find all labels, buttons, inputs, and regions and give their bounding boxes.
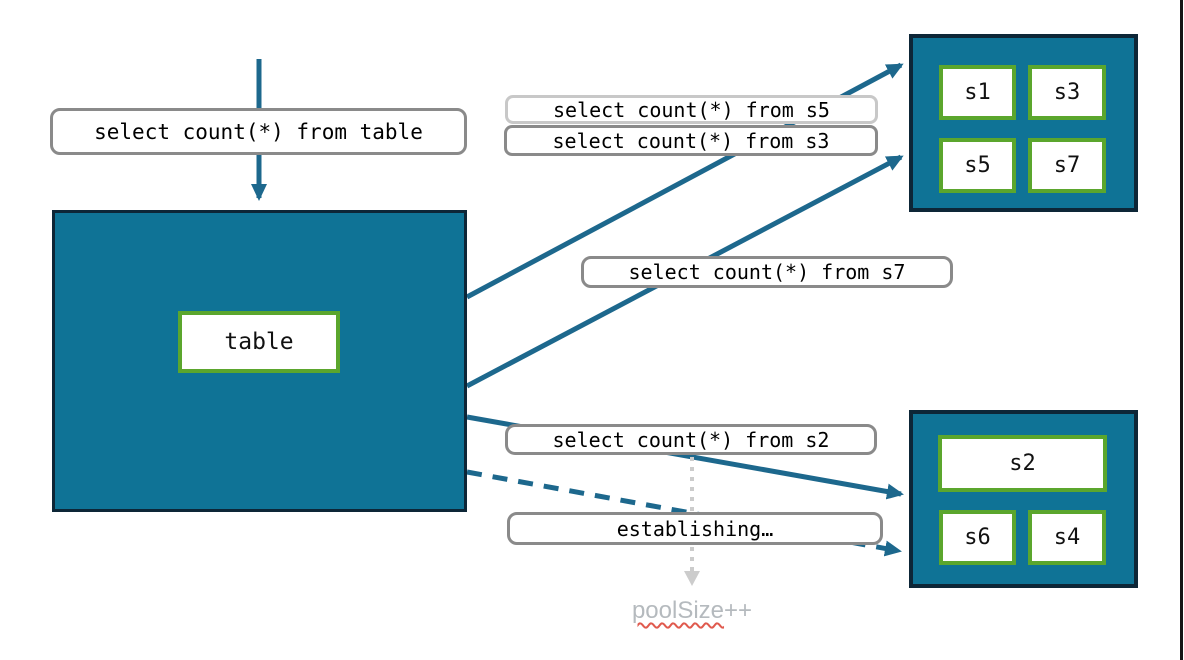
shard-node-s4: s4 bbox=[1028, 510, 1106, 565]
query-text: select count(*) from s7 bbox=[628, 260, 906, 284]
slide-edge-line bbox=[1180, 0, 1183, 660]
establishing-text: establishing… bbox=[616, 516, 774, 541]
shard-node-s2: s2 bbox=[938, 435, 1107, 492]
shard-label: s3 bbox=[1053, 80, 1081, 105]
shard-node-s7: s7 bbox=[1028, 138, 1106, 193]
query-label-s3: select count(*) from s3 bbox=[504, 125, 878, 156]
query-text: select count(*) from s5 bbox=[553, 97, 830, 122]
shard-label: s7 bbox=[1053, 153, 1081, 178]
shard-label: s1 bbox=[964, 80, 991, 105]
query-text: select count(*) from s2 bbox=[552, 427, 830, 452]
query-label-s5: select count(*) from s5 bbox=[505, 95, 878, 124]
poolsize-base-text: poolSize bbox=[631, 597, 725, 624]
query-text: select count(*) from table bbox=[94, 119, 423, 144]
query-label-table: select count(*) from table bbox=[50, 108, 467, 155]
establishing-label: establishing… bbox=[507, 512, 883, 545]
shard-label: s6 bbox=[964, 525, 991, 550]
shard-node-s5: s5 bbox=[939, 138, 1016, 193]
shard-node-s6: s6 bbox=[939, 510, 1016, 565]
query-text: select count(*) from s3 bbox=[552, 128, 830, 153]
table-node: table bbox=[178, 311, 340, 373]
table-node-label: table bbox=[224, 329, 294, 355]
shard-label: s5 bbox=[964, 153, 991, 178]
shard-node-s1: s1 bbox=[939, 65, 1016, 120]
shard-label: s2 bbox=[1009, 451, 1036, 476]
poolsize-suffix-text: ++ bbox=[724, 597, 753, 624]
shard-label: s4 bbox=[1053, 525, 1081, 550]
query-label-s2: select count(*) from s2 bbox=[505, 424, 877, 455]
query-label-s7: select count(*) from s7 bbox=[581, 256, 953, 288]
poolsize-note: poolSize++ bbox=[592, 597, 792, 625]
shard-node-s3: s3 bbox=[1028, 65, 1106, 120]
